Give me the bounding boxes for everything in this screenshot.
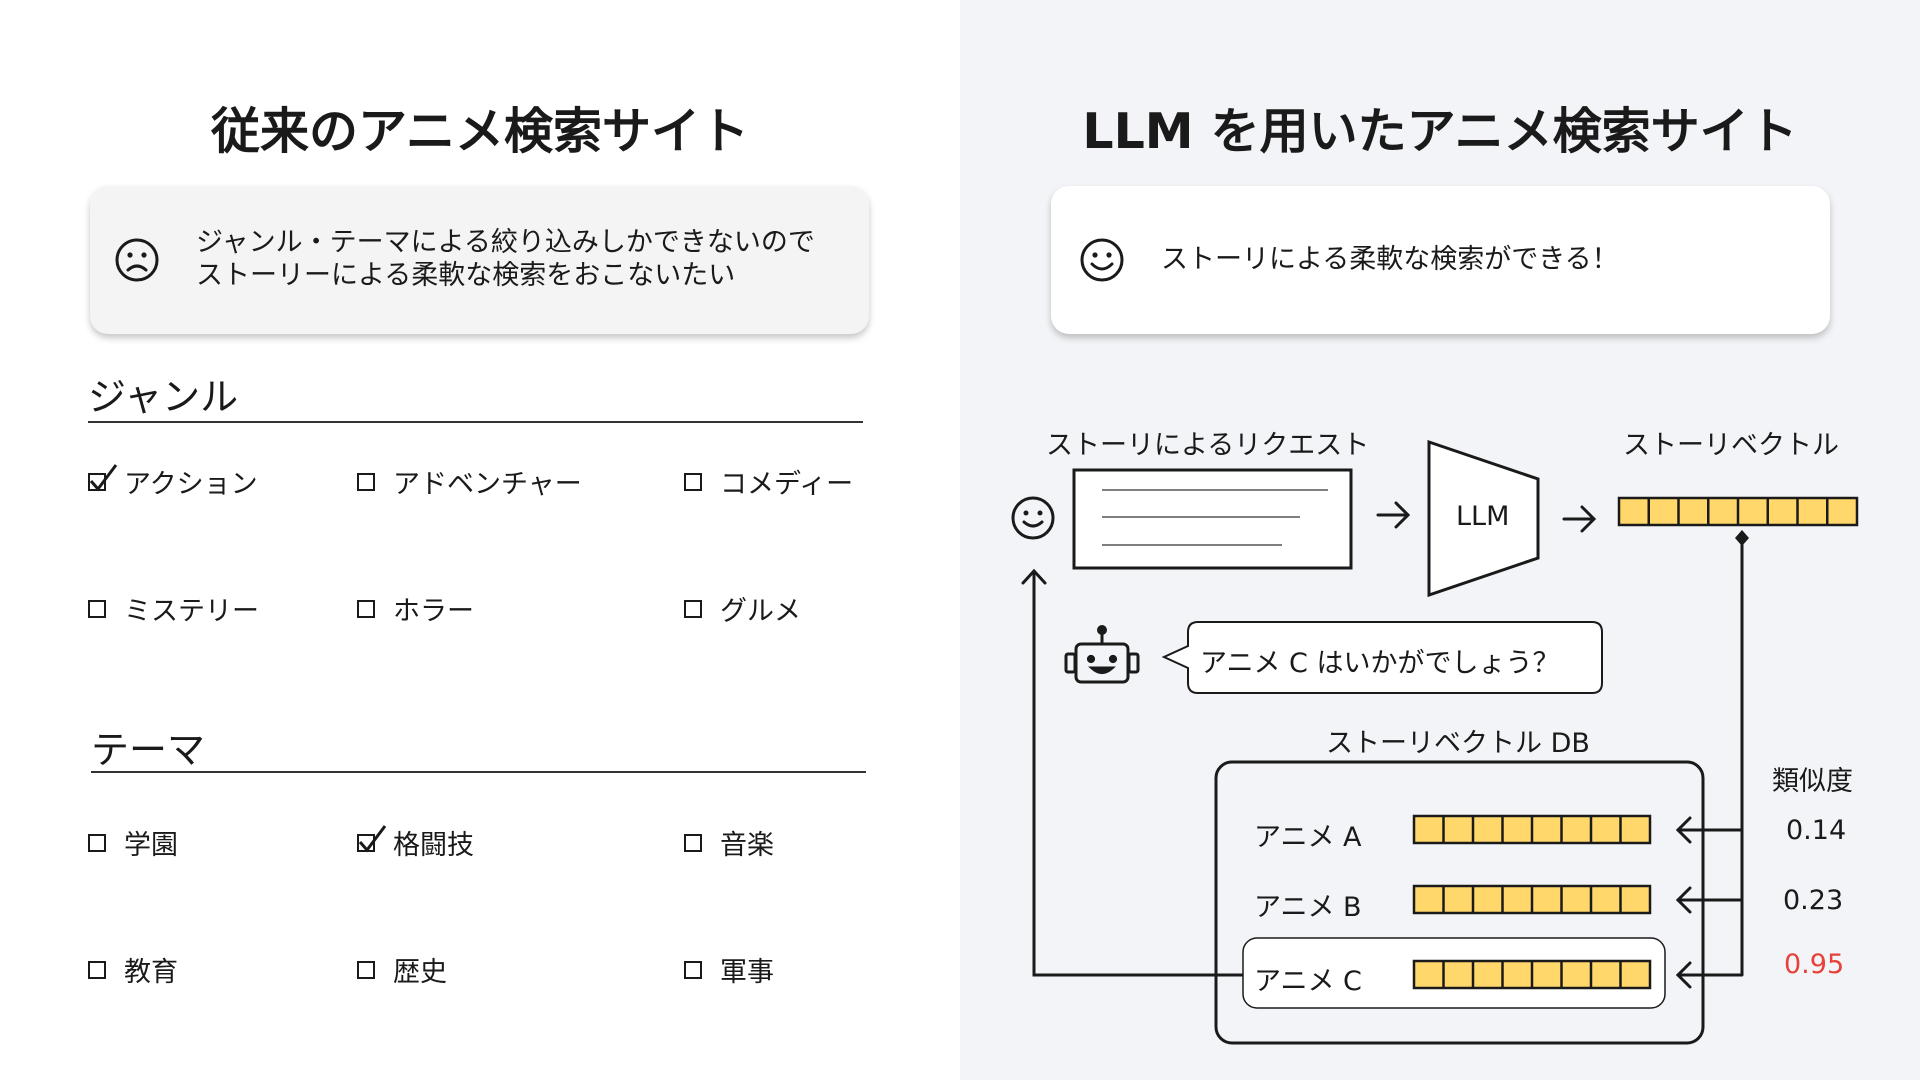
complaint-text: ジャンル・テーマによる絞り込みしかできないので ストーリーによる柔軟な検索をおこ… — [196, 226, 815, 292]
theme-option-label: 歴史 — [393, 957, 447, 988]
vector-db-label: ストーリベクトル DB — [1326, 728, 1590, 759]
vector-db-container — [1214, 760, 1705, 1045]
request-label: ストーリによるリクエスト — [1046, 430, 1370, 461]
query-vector — [1617, 496, 1859, 527]
arrow-left-icon — [1675, 816, 1692, 844]
right-title: LLM を用いたアニメ検索サイト — [1082, 103, 1798, 160]
genre-option-label: コメディー — [720, 469, 854, 500]
checkbox-icon — [88, 960, 106, 979]
theme-divider — [91, 771, 866, 773]
genre-option-label: アドベンチャー — [393, 469, 582, 500]
genre-heading: ジャンル — [88, 375, 239, 419]
checkbox-icon — [357, 599, 375, 618]
theme-heading: テーマ — [91, 728, 206, 772]
llm-label: LLM — [1456, 501, 1510, 532]
bot-reply-text: アニメ C はいかがでしょう？ — [1200, 648, 1560, 679]
arrow-left-icon — [1675, 961, 1692, 989]
checkbox-icon — [684, 599, 702, 618]
arrow-right-icon — [1562, 505, 1597, 533]
genre-checkbox-action[interactable]: アクション — [88, 462, 258, 501]
checkbox-icon — [684, 960, 702, 979]
checkbox-icon — [684, 472, 702, 491]
llm-search-panel: LLM を用いたアニメ検索サイト ストーリによる柔軟な検索ができる！ — [960, 0, 1920, 1080]
retrieval-diagram — [1011, 439, 1859, 1045]
checkbox-icon — [357, 472, 375, 491]
traditional-search-panel: 従来のアニメ検索サイト ジャンル・テーマによる絞り込みしかできないので ストーリ… — [88, 103, 869, 989]
complaint-line-2: ストーリーによる柔軟な検索をおこないたい — [196, 260, 736, 291]
return-arrow — [1021, 568, 1245, 977]
genre-checkbox-gourmet[interactable]: グルメ — [684, 589, 801, 628]
sad-face-icon — [115, 238, 159, 282]
user-face-icon — [1011, 496, 1055, 540]
smiley-face-icon — [1080, 238, 1124, 282]
checkbox-icon — [684, 833, 702, 852]
speech-bubble — [1161, 621, 1603, 694]
complaint-line-1: ジャンル・テーマによる絞り込みしかできないので — [196, 227, 815, 258]
diamond-connector — [1735, 530, 1749, 546]
checkbox-icon — [88, 833, 106, 852]
theme-option-label: 学園 — [124, 830, 178, 861]
theme-option-label: 教育 — [124, 957, 178, 988]
db-item-name-c[interactable]: アニメ C — [1254, 966, 1362, 997]
theme-option-label: 軍事 — [720, 957, 774, 988]
theme-option-label: 格闘技 — [393, 830, 474, 861]
arrow-up-icon — [1021, 568, 1047, 585]
genre-divider — [88, 421, 863, 423]
genre-checkbox-adventure[interactable]: アドベンチャー — [357, 462, 582, 501]
theme-option-label: 音楽 — [720, 830, 774, 861]
similarity-header: 類似度 — [1772, 766, 1853, 797]
theme-checkbox-martial-arts[interactable]: 格闘技 — [357, 823, 474, 862]
theme-checkbox-music[interactable]: 音楽 — [684, 823, 774, 862]
db-vector-c — [1412, 959, 1652, 990]
similarity-value-b: 0.23 — [1783, 885, 1844, 916]
benefit-text: ストーリによる柔軟な検索ができる！ — [1161, 244, 1619, 275]
genre-checkbox-comedy[interactable]: コメディー — [684, 462, 853, 501]
llm-block — [1427, 439, 1540, 598]
left-title: 従来のアニメ検索サイト — [210, 103, 750, 160]
request-document-box — [1072, 468, 1353, 570]
db-vector-a — [1412, 814, 1652, 845]
checkbox-icon — [88, 599, 106, 618]
db-item-name-a: アニメ A — [1254, 822, 1362, 853]
db-item-name-b: アニメ B — [1254, 892, 1362, 923]
checkbox-icon — [357, 960, 375, 979]
genre-checkbox-mystery[interactable]: ミステリー — [88, 589, 259, 628]
genre-checkbox-horror[interactable]: ホラー — [357, 589, 474, 628]
db-vector-b — [1412, 884, 1652, 915]
similarity-value-c: 0.95 — [1784, 949, 1845, 980]
genre-option-label: アクション — [124, 469, 258, 500]
genre-option-label: ミステリー — [124, 596, 259, 627]
arrow-right-icon — [1376, 501, 1411, 529]
genre-option-label: グルメ — [720, 596, 801, 627]
benefit-card: ストーリによる柔軟な検索ができる！ — [1051, 186, 1830, 334]
genre-option-label: ホラー — [393, 596, 474, 627]
similarity-value-a: 0.14 — [1786, 815, 1847, 846]
checkbox-checked-icon — [357, 824, 387, 852]
arrow-left-icon — [1675, 886, 1692, 914]
theme-checkbox-military[interactable]: 軍事 — [684, 950, 774, 989]
theme-checkbox-history[interactable]: 歴史 — [357, 950, 447, 989]
complaint-card: ジャンル・テーマによる絞り込みしかできないので ストーリーによる柔軟な検索をおこ… — [90, 186, 869, 334]
theme-checkbox-school[interactable]: 学園 — [88, 823, 178, 862]
story-vector-label: ストーリベクトル — [1623, 430, 1839, 461]
robot-icon — [1064, 625, 1140, 684]
theme-checkbox-education[interactable]: 教育 — [88, 950, 178, 989]
checkbox-checked-icon — [88, 463, 118, 491]
